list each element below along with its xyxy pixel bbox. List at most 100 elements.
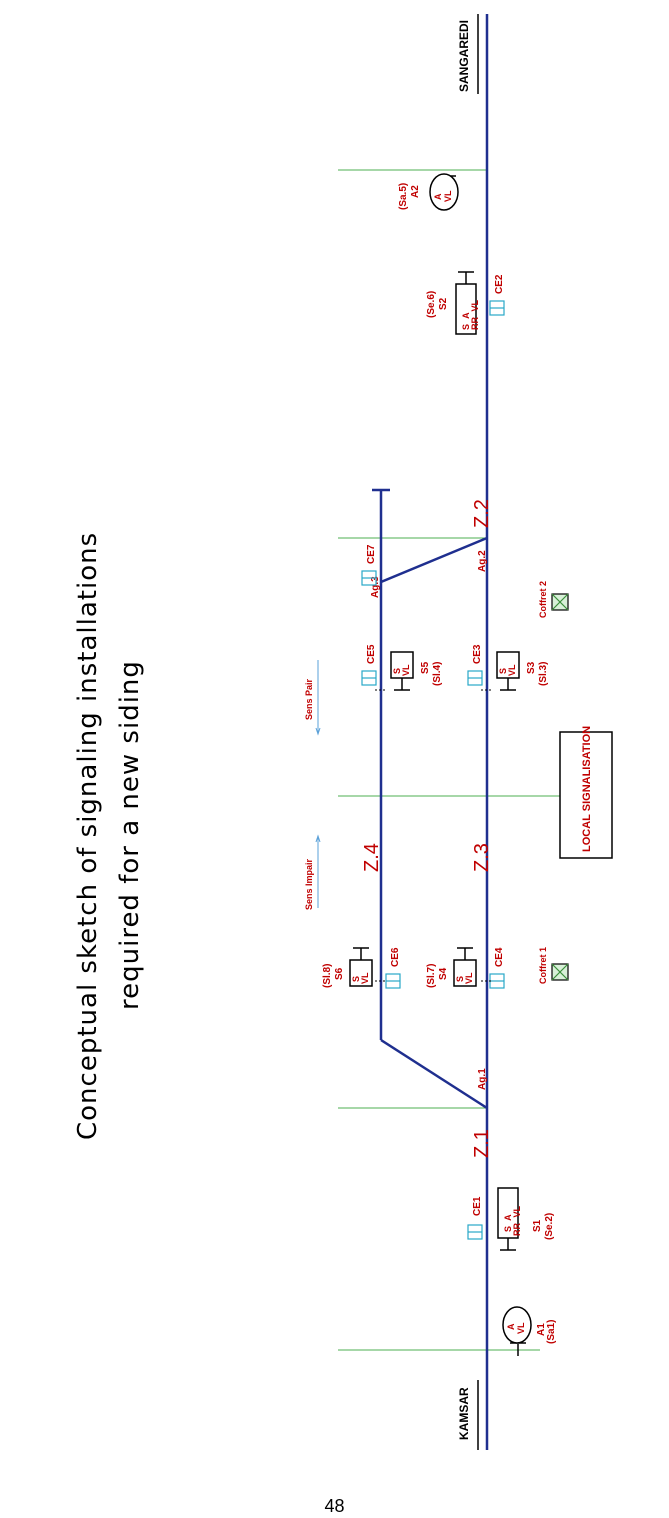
- station-sangaredi: SANGAREDI: [457, 14, 479, 94]
- signal-s6-aspect-2: VL: [360, 972, 370, 984]
- signal-s2: S A RR VL (Se.6) S2: [426, 271, 480, 335]
- signal-s2-code: (Se.6): [426, 291, 437, 318]
- switch-label-ag1: Ag.1: [477, 1068, 488, 1090]
- ce1-label: CE1: [472, 1196, 483, 1216]
- signal-s2-name: S2: [438, 297, 449, 310]
- signal-s1-name: S1: [532, 1219, 543, 1232]
- signal-s2-head: [455, 283, 477, 335]
- coffret-2: Coffret 2: [538, 581, 569, 618]
- signal-a1-code: (Sa1): [546, 1320, 557, 1344]
- signal-s6: S VL (Sl.8) S6: [322, 947, 373, 988]
- local-signalisation-box: LOCAL SIGNALISATION: [559, 726, 613, 859]
- signal-s1-aspect-3: RR: [512, 1223, 522, 1236]
- signal-a2-head: [429, 173, 459, 211]
- signal-s2-aspect-4: VL: [470, 299, 480, 311]
- signal-a1-aspect-2: VL: [516, 1322, 526, 1334]
- title-line-1: Conceptual sketch of signaling installat…: [73, 532, 103, 1140]
- coffret-1: Coffret 1: [538, 947, 569, 984]
- switch-ag3-diverge: [380, 536, 488, 584]
- signal-s5-name: S5: [420, 661, 431, 674]
- ce5-label: CE5: [366, 644, 377, 664]
- direction-even-label: Sens Pair: [304, 678, 314, 720]
- signal-s4-aspect-2: VL: [464, 972, 474, 984]
- local-box-frame: [559, 731, 613, 859]
- signal-s1-head: [497, 1187, 519, 1239]
- local-box-label: LOCAL SIGNALISATION: [581, 726, 593, 852]
- station-kamsar: KAMSAR: [457, 1380, 479, 1450]
- insulated-joints: [375, 689, 493, 982]
- direction-odd: Sens Impair: [304, 834, 321, 910]
- signal-a1-aspect-1: A: [506, 1323, 516, 1330]
- signal-s4-name: S4: [438, 967, 449, 980]
- signal-s2-aspect-1: S: [461, 324, 471, 330]
- signal-s1-aspect-1: S: [503, 1226, 513, 1232]
- signal-a2-aspect-2: VL: [443, 190, 453, 202]
- ce3-label: CE3: [472, 644, 483, 664]
- signal-s6-code: (Sl.8): [322, 964, 333, 988]
- equipment-ce1: [467, 1224, 483, 1240]
- signal-s6-aspect-1: S: [351, 976, 361, 982]
- switch-label-ag3: Ag.3: [370, 576, 381, 598]
- signal-s5-aspect-2: VL: [401, 664, 411, 676]
- signal-s1-aspect-4: VL: [512, 1205, 522, 1217]
- equipment-ce7: [361, 570, 377, 586]
- signal-s1-aspect-2: A: [503, 1214, 513, 1221]
- signal-s1-code: (Se.2): [544, 1213, 555, 1240]
- direction-even-arrowhead: [315, 727, 321, 736]
- title-line-2: required for a new siding: [115, 660, 145, 1010]
- signal-s2-aspects-2: RR VL: [470, 299, 480, 330]
- zone-label-z4: Z.4: [361, 843, 383, 872]
- signal-a1: A VL A1 (Sa1): [502, 1306, 557, 1356]
- equipment-ce6: [385, 973, 401, 989]
- signal-a2-code: (Sa.5): [398, 183, 409, 210]
- ce7-label: CE7: [366, 544, 377, 564]
- signal-s6-head: [349, 959, 373, 987]
- equipment-boxes: [361, 300, 505, 1240]
- signal-s4-code: (Sl.7): [426, 964, 437, 988]
- signal-s4-head: [453, 959, 477, 987]
- ce4-label: CE4: [494, 947, 505, 967]
- signal-s5-aspect-1: S: [392, 668, 402, 674]
- signal-s4: S VL (Sl.7) S4: [426, 947, 477, 988]
- signal-a1-name: A1: [536, 1323, 547, 1336]
- signal-s5-code: (Sl.4): [432, 662, 443, 686]
- signal-s2-aspect-3: RR: [470, 317, 480, 330]
- equipment-ce3: [467, 670, 483, 686]
- signal-a2-aspect-1: A: [433, 193, 443, 200]
- tracks: [372, 14, 489, 1450]
- signal-s3-aspect-2: VL: [507, 664, 517, 676]
- signal-s3-head: [496, 651, 520, 679]
- coffret-2-label: Coffret 2: [538, 581, 548, 618]
- signal-a1-head: [502, 1306, 532, 1344]
- signal-s3-code: (Sl.3): [538, 662, 549, 686]
- signal-s5: S VL S5 (Sl.4): [390, 651, 443, 691]
- coffret-1-label: Coffret 1: [538, 947, 548, 984]
- signal-s3-name: S3: [526, 661, 537, 674]
- signal-s5-head: [390, 651, 414, 679]
- signal-s3: S VL S3 (Sl.3): [496, 651, 549, 691]
- signal-s1-aspects: S A: [503, 1214, 513, 1232]
- signal-a2-name: A2: [410, 185, 421, 198]
- coffret-1-cross-b: [551, 963, 569, 981]
- zone-label-z1: Z.1: [471, 1129, 493, 1158]
- signal-s2-aspect-2: A: [461, 312, 471, 319]
- zone-label-z3: Z.3: [471, 843, 493, 872]
- direction-odd-label: Sens Impair: [304, 858, 314, 910]
- equipment-ce2: [489, 300, 505, 316]
- switch-label-ag2: Ag.2: [477, 550, 488, 572]
- signal-s6-name: S6: [334, 967, 345, 980]
- equipment-ce5: [361, 670, 377, 686]
- equipment-ce4: [489, 973, 505, 989]
- direction-even: Sens Pair: [304, 660, 321, 736]
- ce6-label: CE6: [390, 947, 401, 967]
- ce2-label: CE2: [494, 274, 505, 294]
- direction-odd-arrowhead: [315, 834, 321, 843]
- zone-label-z2: Z.2: [471, 499, 493, 528]
- page-number: 48: [324, 1496, 345, 1516]
- station-sangaredi-label: SANGAREDI: [457, 20, 471, 92]
- signal-s1: S A RR VL S1 (Se.2): [497, 1187, 555, 1251]
- signal-s1-aspects-2: RR VL: [512, 1205, 522, 1236]
- switch-ag1-diverge: [380, 1038, 488, 1110]
- coffret-2-cross-b: [551, 593, 569, 611]
